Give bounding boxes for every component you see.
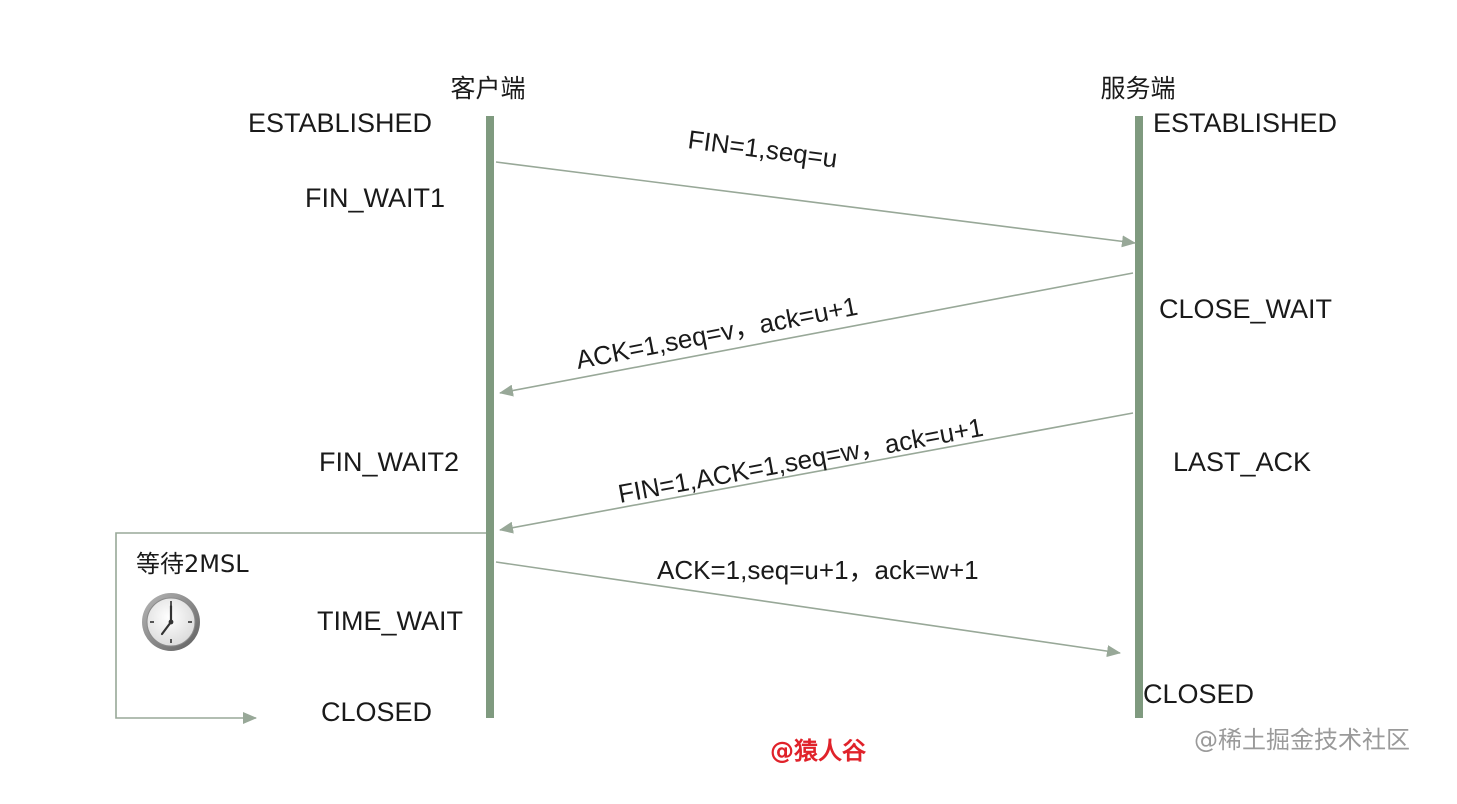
fin1-label: FIN=1,seq=u (686, 124, 839, 173)
ack2-label: ACK=1,seq=u+1，ack=w+1 (657, 555, 979, 585)
clock-icon (142, 593, 200, 651)
server-title: 服务端 (1100, 74, 1175, 103)
fin1-arrow (495, 161, 1136, 248)
ack1-arrow (499, 272, 1134, 397)
client-state-established: ESTABLISHED (248, 108, 432, 138)
server-state-last-ack: LAST_ACK (1173, 447, 1311, 477)
client-state-fin-wait1: FIN_WAIT1 (305, 183, 445, 213)
server-state-close-wait: CLOSE_WAIT (1159, 294, 1332, 324)
client-lifeline (486, 116, 494, 718)
wait-loop-line (115, 532, 486, 724)
fin2-label: FIN=1,ACK=1,seq=w，ack=u+1 (616, 412, 986, 509)
server-state-closed: CLOSED (1143, 679, 1254, 709)
author-credit: @猿人谷 (770, 737, 867, 765)
server-lifeline (1135, 116, 1143, 718)
fin2-arrow (499, 412, 1134, 534)
client-state-fin-wait2: FIN_WAIT2 (319, 447, 459, 477)
client-state-time-wait: TIME_WAIT (317, 606, 463, 636)
client-state-closed: CLOSED (321, 697, 432, 727)
client-title: 客户端 (450, 74, 525, 103)
wait-2msl-label: 等待2MSL (136, 550, 249, 578)
ack2-arrow (495, 561, 1121, 658)
server-state-established: ESTABLISHED (1153, 108, 1337, 138)
watermark: @稀土掘金技术社区 (1194, 726, 1410, 754)
